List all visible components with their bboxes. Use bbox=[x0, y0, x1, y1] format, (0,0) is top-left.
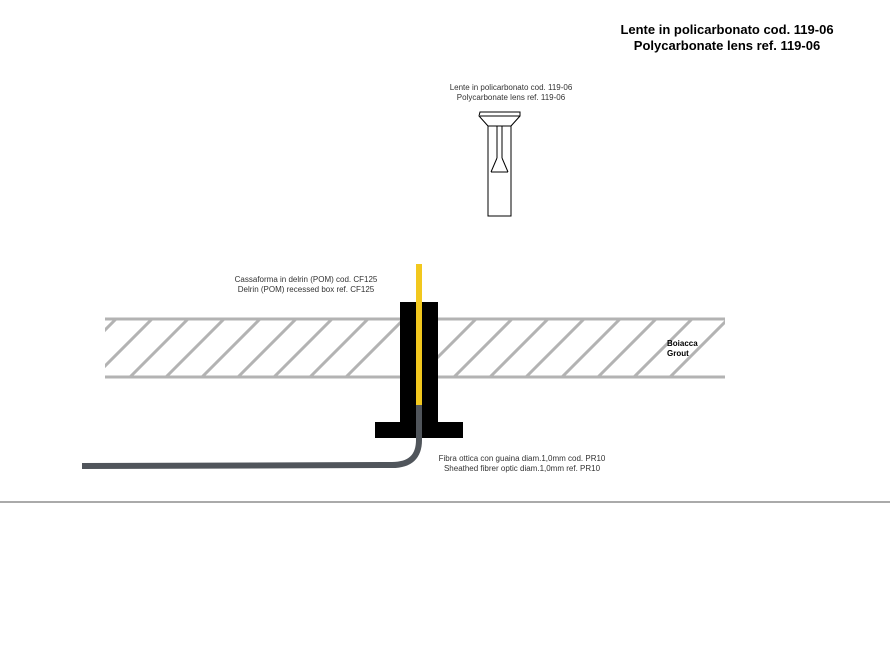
box-callout-italian: Cassaforma in delrin (POM) cod. CF125 bbox=[234, 275, 378, 284]
title-english: Polycarbonate lens ref. 119-06 bbox=[633, 38, 821, 53]
grout-label: Boiacca Grout bbox=[667, 339, 698, 359]
hatch-line bbox=[164, 319, 226, 377]
hatch-line bbox=[105, 319, 118, 333]
grout-layer bbox=[105, 317, 725, 379]
hatch-line bbox=[308, 319, 370, 377]
fibre-callout-italian: Fibra ottica con guaina diam.1,0mm cod. … bbox=[438, 454, 606, 463]
hatch-line bbox=[524, 319, 586, 377]
grout-label-italian: Boiacca bbox=[667, 339, 698, 348]
hatch-line bbox=[236, 319, 298, 377]
hatch-line bbox=[596, 319, 658, 377]
box-callout: Cassaforma in delrin (POM) cod. CF125 De… bbox=[235, 275, 378, 295]
hatch-line bbox=[128, 319, 190, 377]
sheathed-fibre bbox=[81, 405, 422, 469]
title-italian: Lente in policarbonato cod. 119-06 bbox=[620, 22, 834, 37]
lens-callout-english: Polycarbonate lens ref. 119-06 bbox=[456, 93, 566, 102]
lens-callout: Lente in policarbonato cod. 119-06 Polyc… bbox=[450, 83, 573, 103]
hatch-line bbox=[668, 319, 725, 377]
fibre-callout-english: Sheathed fibrer optic diam.1,0mm ref. PR… bbox=[443, 464, 601, 473]
hatch-line bbox=[200, 319, 262, 377]
hatch-line bbox=[452, 319, 514, 377]
fibre-callout: Fibra ottica con guaina diam.1,0mm cod. … bbox=[439, 454, 606, 474]
lens-drawing bbox=[478, 111, 521, 217]
title-block: Lente in policarbonato cod. 119-06 Polyc… bbox=[0, 22, 890, 56]
lens-callout-italian: Lente in policarbonato cod. 119-06 bbox=[449, 83, 573, 92]
hatch-line bbox=[105, 319, 154, 369]
grout-label-english: Grout bbox=[667, 349, 689, 358]
box-callout-english: Delrin (POM) recessed box ref. CF125 bbox=[237, 285, 375, 294]
hatch-line bbox=[344, 319, 406, 377]
hatch-line bbox=[272, 319, 334, 377]
fibre-core bbox=[416, 264, 422, 405]
hatch-line bbox=[632, 319, 694, 377]
hatch-line bbox=[560, 319, 622, 377]
hatch-line bbox=[488, 319, 550, 377]
grout-hatching bbox=[105, 319, 725, 377]
